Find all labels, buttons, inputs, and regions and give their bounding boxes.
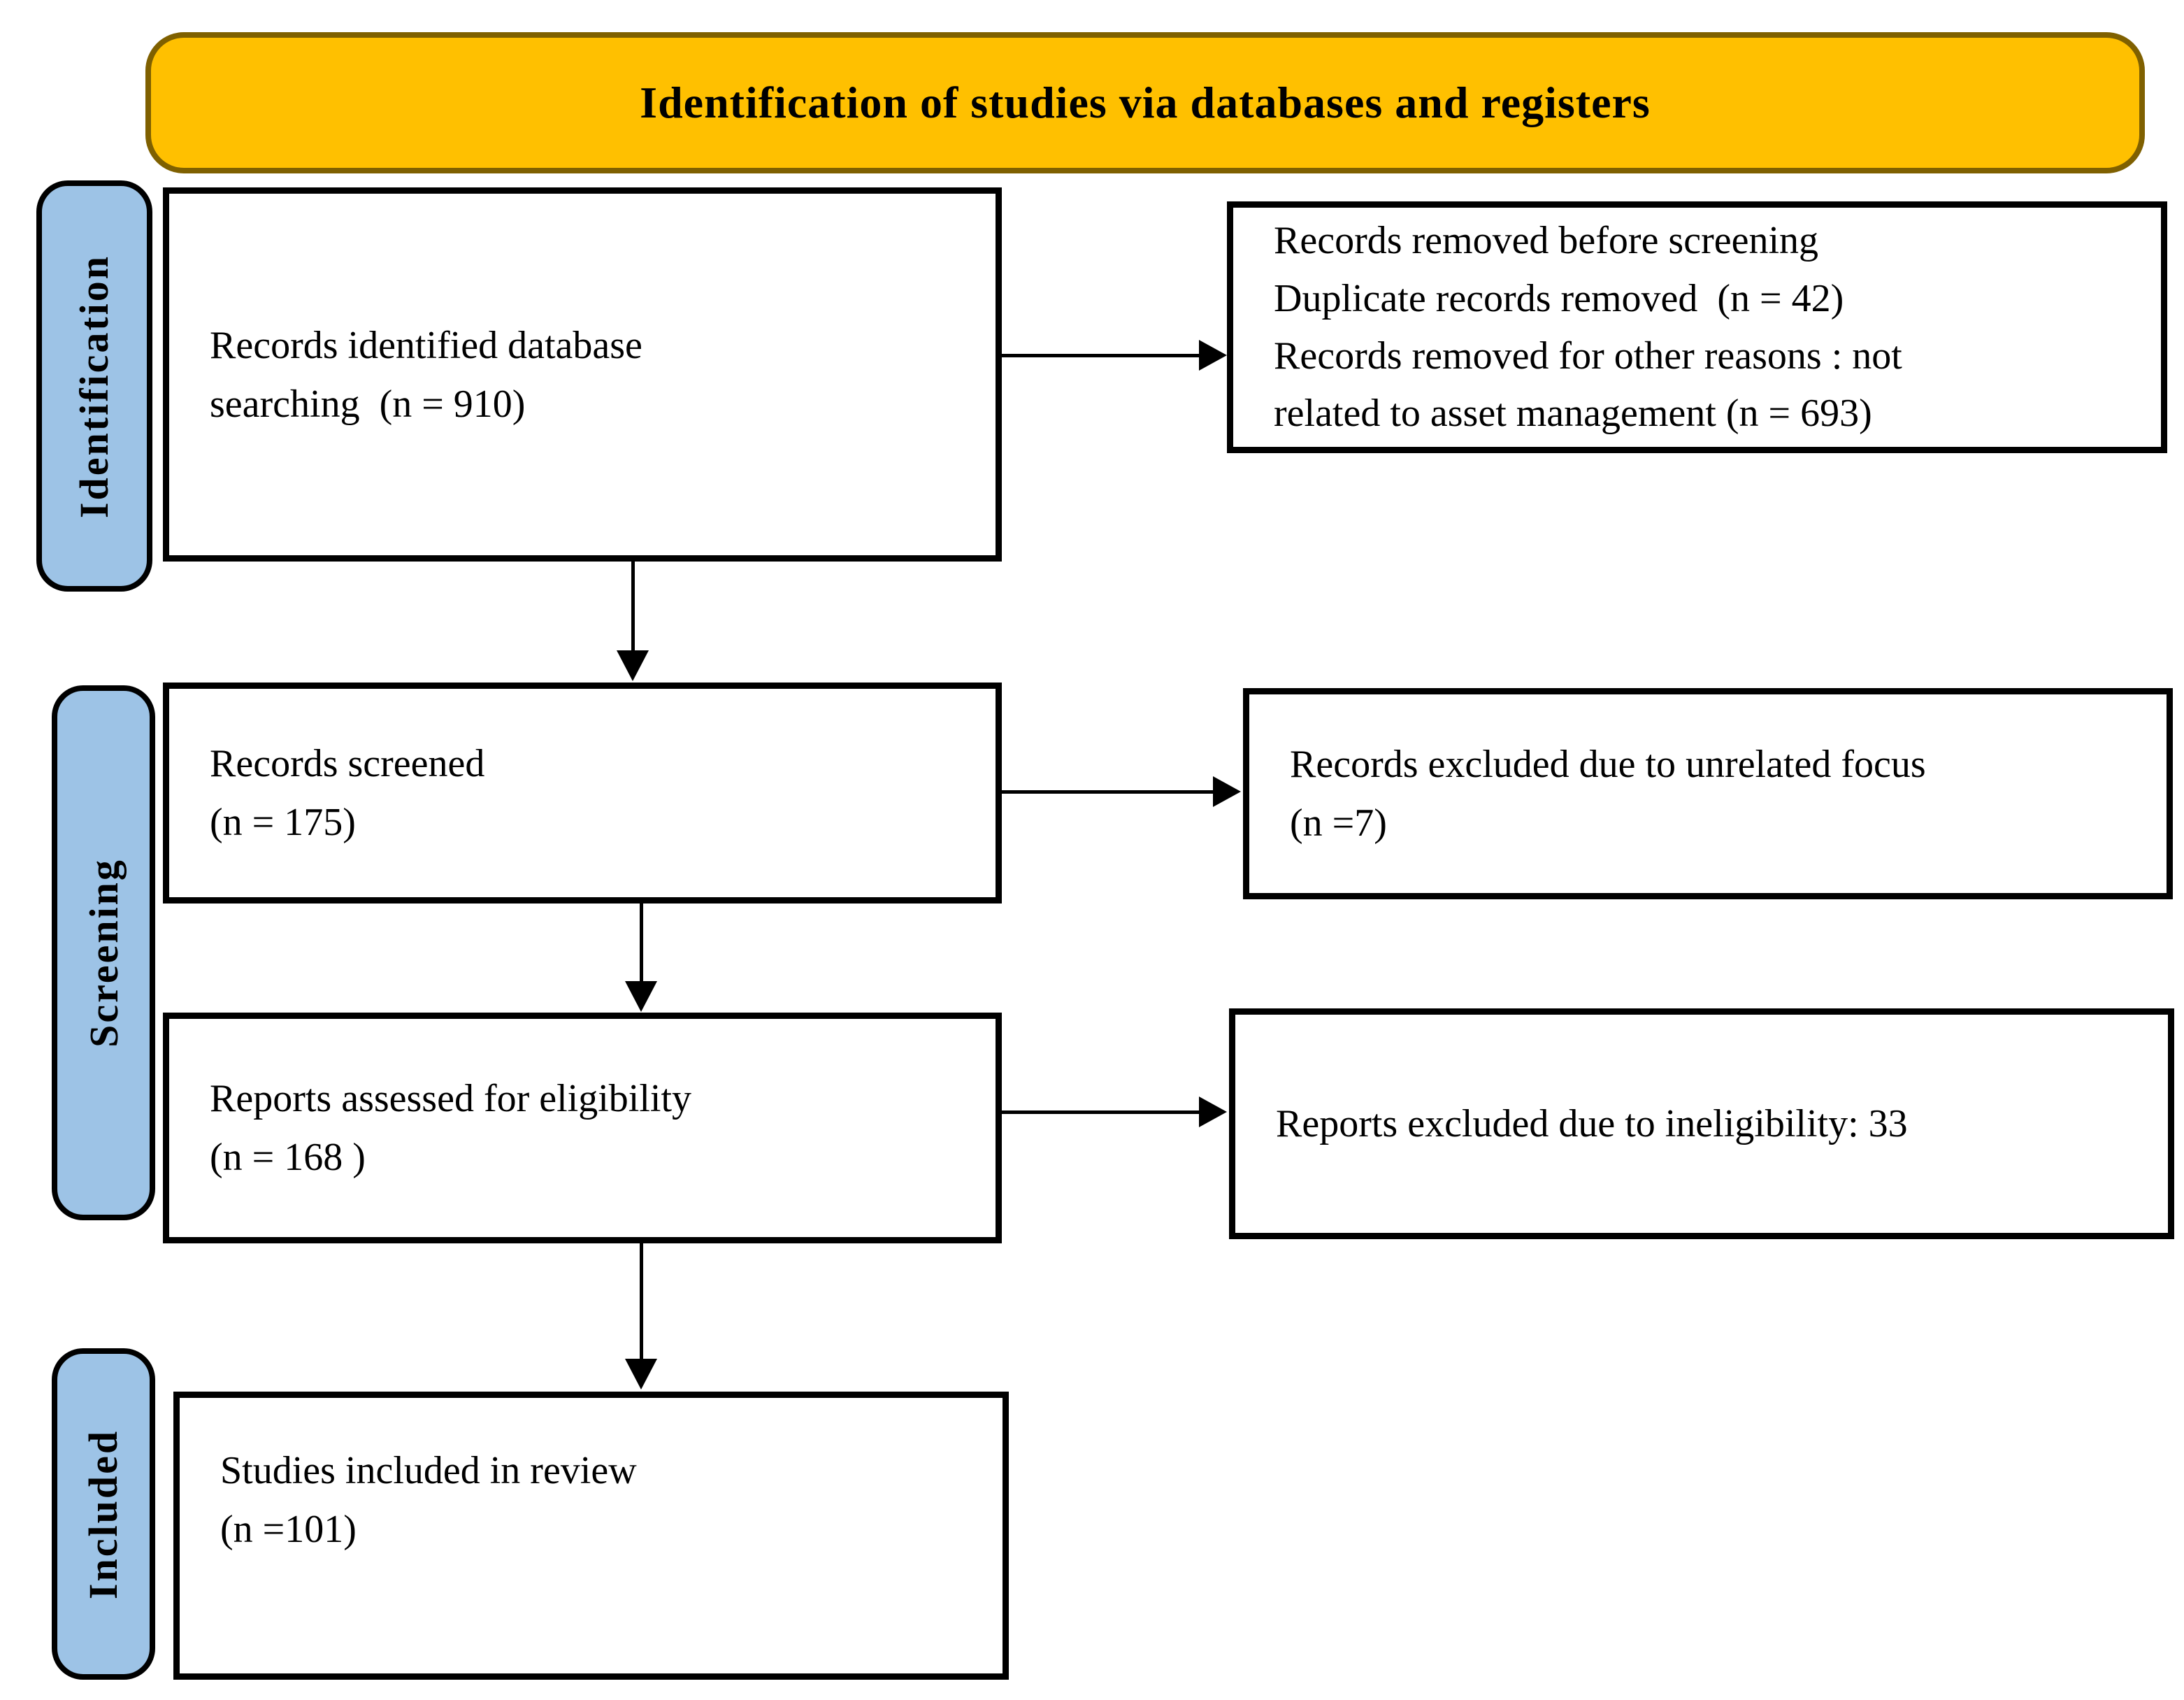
box-reports-excluded-line1: Reports excluded due to ineligibility: 3… [1276,1102,1908,1145]
arrow-head-down-icon [625,1359,657,1390]
box-records-identified: Records identified database searching (n… [163,187,1002,562]
box-records-screened-line2: (n = 175) [210,801,356,844]
box-records-removed-line4: related to asset management (n = 693) [1274,392,1872,436]
box-records-identified-line1: Records identified database [210,323,642,367]
stage-label-included-text: Included [80,1429,127,1599]
arrow-shaft [640,1243,643,1362]
box-records-excluded-line2: (n =7) [1290,801,1387,845]
box-records-removed: Records removed before screening Duplica… [1227,201,2167,453]
box-records-excluded: Records excluded due to unrelated focus … [1243,688,2173,899]
box-studies-included-line1: Studies included in review [220,1449,637,1492]
box-records-removed-line2: Duplicate records removed (n = 42) [1274,276,1844,320]
box-records-removed-line1: Records removed before screening [1274,219,1818,263]
diagram-title: Identification of studies via databases … [640,78,1651,127]
stage-label-included: Included [52,1348,155,1680]
arrow-shaft [1002,790,1216,794]
stage-label-screening-text: Screening [80,858,127,1048]
box-studies-included-line2: (n =101) [220,1508,357,1551]
arrow-shaft [640,903,643,985]
arrow-head-right-icon [1199,340,1227,371]
box-reports-assessed-line2: (n = 168 ) [210,1136,366,1179]
box-reports-assessed: Reports assessed for eligibility (n = 16… [163,1013,1002,1243]
arrow-head-down-icon [625,981,657,1012]
box-reports-excluded: Reports excluded due to ineligibility: 3… [1229,1008,2174,1239]
box-records-excluded-line1: Records excluded due to unrelated focus [1290,743,1926,786]
arrow-shaft [1002,1110,1202,1114]
arrow-head-right-icon [1213,776,1241,807]
box-reports-assessed-line1: Reports assessed for eligibility [210,1077,692,1120]
box-studies-included: Studies included in review (n =101) [173,1392,1009,1680]
arrow-shaft [631,562,635,654]
box-records-screened-line1: Records screened [210,742,485,785]
box-records-identified-line2: searching (n = 910) [210,382,526,426]
stage-label-identification: Identification [36,180,152,592]
arrow-shaft [1002,354,1202,357]
box-records-screened: Records screened (n = 175) [163,683,1002,903]
stage-label-screening: Screening [52,685,155,1220]
arrow-head-down-icon [617,650,649,681]
arrow-head-right-icon [1199,1097,1227,1127]
header-banner: Identification of studies via databases … [145,32,2145,173]
stage-label-identification-text: Identification [71,254,117,518]
box-records-removed-line3: Records removed for other reasons : not [1274,334,1902,378]
